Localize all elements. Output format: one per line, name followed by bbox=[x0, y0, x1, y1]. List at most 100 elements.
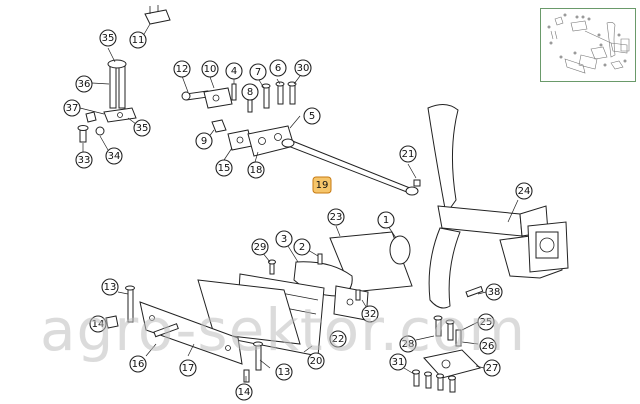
callout-27: 27 bbox=[483, 359, 501, 377]
callout-31: 31 bbox=[389, 353, 407, 371]
callout-23: 23 bbox=[327, 208, 345, 226]
callout-28: 28 bbox=[399, 335, 417, 353]
callout-number: 4 bbox=[231, 66, 237, 77]
callout-number: 35 bbox=[102, 33, 115, 44]
callout-number: 19 bbox=[316, 180, 329, 191]
callout-22: 22 bbox=[329, 330, 347, 348]
callout-2: 2 bbox=[293, 238, 311, 256]
callout-17: 17 bbox=[179, 359, 197, 377]
bolts-31 bbox=[403, 367, 456, 393]
callout-6: 6 bbox=[269, 59, 287, 77]
callout-number: 18 bbox=[250, 165, 263, 176]
callout-number: 33 bbox=[78, 155, 91, 166]
callout-number: 27 bbox=[486, 363, 499, 374]
nut-9 bbox=[207, 119, 227, 139]
callout-1: 1 bbox=[377, 211, 395, 229]
callout-number: 37 bbox=[66, 103, 79, 114]
callout-number: 5 bbox=[309, 111, 315, 122]
callout-number: 35 bbox=[136, 123, 149, 134]
bolts-6-30 bbox=[275, 75, 301, 105]
frame-24 bbox=[427, 104, 569, 309]
callout-29: 29 bbox=[251, 238, 269, 256]
callout-14: 14 bbox=[89, 315, 107, 333]
callout-8: 8 bbox=[241, 83, 259, 101]
callout-number: 17 bbox=[182, 363, 195, 374]
callout-35: 35 bbox=[133, 119, 151, 137]
callout-number: 16 bbox=[132, 359, 145, 370]
hinge-18 bbox=[247, 115, 301, 163]
disc-1 bbox=[387, 225, 411, 265]
callout-number: 26 bbox=[482, 341, 495, 352]
callout-36: 36 bbox=[75, 75, 93, 93]
callout-number: 1 bbox=[383, 215, 389, 226]
callout-number: 31 bbox=[392, 357, 405, 368]
callout-number: 20 bbox=[310, 356, 323, 367]
bracket-top-left bbox=[142, 5, 171, 37]
callout-20: 20 bbox=[307, 352, 325, 370]
nut-14 bbox=[105, 315, 119, 329]
callout-number: 7 bbox=[255, 67, 261, 78]
callout-26: 26 bbox=[479, 337, 497, 355]
tie-rod-19 bbox=[281, 138, 421, 196]
callout-number: 23 bbox=[330, 212, 343, 223]
callout-32: 32 bbox=[361, 305, 379, 323]
callout-number: 25 bbox=[480, 317, 493, 328]
washer-plate bbox=[79, 107, 137, 125]
callout-number: 3 bbox=[281, 234, 287, 245]
callout-19: 19 bbox=[312, 176, 332, 194]
callout-number: 14 bbox=[92, 319, 105, 330]
small-bolt-2 bbox=[307, 249, 323, 265]
callout-13: 13 bbox=[275, 363, 293, 381]
callout-16: 16 bbox=[129, 355, 147, 373]
callout-3: 3 bbox=[275, 230, 293, 248]
callout-number: 38 bbox=[488, 287, 501, 298]
callout-number: 29 bbox=[254, 242, 267, 253]
callout-14: 14 bbox=[235, 383, 253, 401]
callout-4: 4 bbox=[225, 62, 243, 80]
small-bolt-left bbox=[77, 125, 109, 152]
callout-number: 30 bbox=[297, 63, 310, 74]
bolt-7 bbox=[258, 79, 271, 109]
thumbnail-drawing bbox=[547, 13, 630, 74]
blade-long bbox=[197, 279, 301, 345]
callout-number: 36 bbox=[78, 79, 91, 90]
callout-number: 10 bbox=[204, 64, 217, 75]
callout-38: 38 bbox=[485, 283, 503, 301]
bolt-29 bbox=[261, 251, 276, 275]
callout-number: 13 bbox=[104, 282, 117, 293]
callout-number: 8 bbox=[247, 87, 253, 98]
clevis-10 bbox=[203, 76, 233, 109]
overview-thumbnail[interactable] bbox=[540, 8, 636, 82]
callout-number: 32 bbox=[364, 309, 377, 320]
moldboard-17 bbox=[139, 301, 243, 365]
callout-7: 7 bbox=[249, 63, 267, 81]
callout-number: 15 bbox=[218, 163, 231, 174]
callout-number: 11 bbox=[132, 35, 145, 46]
callout-5: 5 bbox=[303, 107, 321, 125]
callout-35: 35 bbox=[99, 29, 117, 47]
callout-33: 33 bbox=[75, 151, 93, 169]
bolt-13b-14b bbox=[243, 341, 271, 383]
callout-21: 21 bbox=[399, 145, 417, 163]
pin-16 bbox=[145, 323, 179, 357]
callout-10: 10 bbox=[201, 60, 219, 78]
callout-number: 34 bbox=[108, 151, 121, 162]
callout-number: 2 bbox=[299, 242, 305, 253]
callout-34: 34 bbox=[105, 147, 123, 165]
mount-plate-27 bbox=[423, 349, 485, 379]
callout-number: 21 bbox=[402, 149, 415, 160]
callout-number: 22 bbox=[332, 334, 345, 345]
callout-24: 24 bbox=[515, 182, 533, 200]
callout-number: 28 bbox=[402, 339, 415, 350]
callout-25: 25 bbox=[477, 313, 495, 331]
small-pin-4 bbox=[231, 78, 237, 101]
callout-number: 24 bbox=[518, 186, 531, 197]
callout-30: 30 bbox=[294, 59, 312, 77]
callout-number: 9 bbox=[201, 136, 207, 147]
callout-37: 37 bbox=[63, 99, 81, 117]
callout-12: 12 bbox=[173, 60, 191, 78]
studs-25-28 bbox=[415, 315, 479, 347]
